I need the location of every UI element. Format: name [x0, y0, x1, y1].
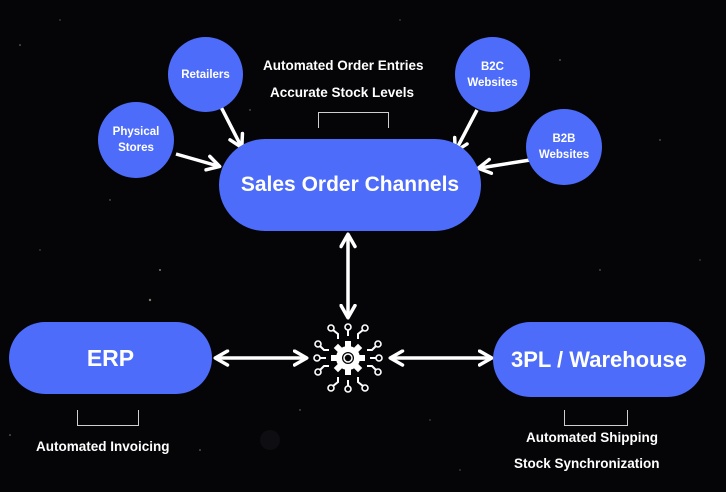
arrow-retailers-to-hub — [217, 102, 245, 150]
arrow-b2b-to-hub — [476, 157, 531, 176]
node-retailers-label: Retailers — [181, 68, 230, 81]
warehouse-bracket — [564, 410, 628, 426]
erp-benefit-1: Automated Invoicing — [36, 439, 170, 454]
gear-circuit-icon — [313, 323, 383, 393]
erp-title: ERP — [86, 344, 135, 371]
hub-benefit-1: Automated Order Entries — [263, 58, 424, 73]
arrow-physical-stores-to-hub — [175, 152, 222, 172]
hub-bracket — [318, 112, 389, 128]
node-3pl-warehouse[interactable]: 3PL / Warehouse — [493, 322, 705, 397]
node-sales-order-channels[interactable]: Sales Order Channels — [219, 139, 481, 231]
hub-benefit-2: Accurate Stock Levels — [270, 85, 415, 100]
arrow-b2c-to-hub — [452, 109, 479, 154]
node-erp[interactable]: ERP — [9, 322, 212, 394]
warehouse-benefit-1: Automated Shipping — [526, 430, 658, 445]
warehouse-title: 3PL / Warehouse — [510, 346, 688, 372]
warehouse-benefit-2: Stock Synchronization — [514, 456, 660, 471]
hub-title: Sales Order Channels — [240, 173, 460, 196]
erp-bracket — [77, 410, 139, 426]
node-retailers[interactable]: Retailers — [168, 37, 243, 112]
